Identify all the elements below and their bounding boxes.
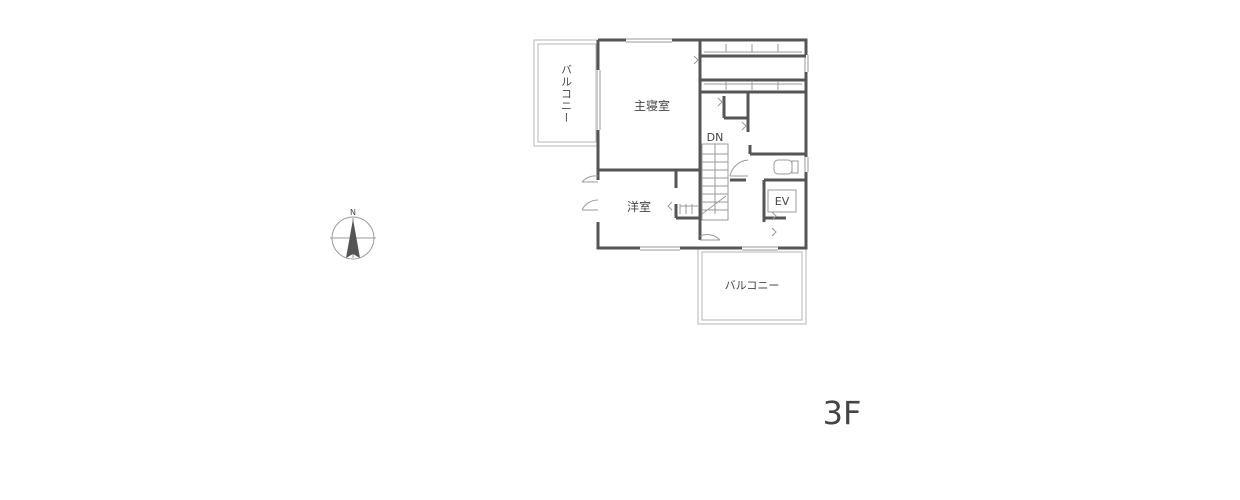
compass-needle-icon — [346, 219, 360, 258]
western-room-label: 洋室 — [627, 199, 651, 214]
windows — [596, 38, 808, 250]
compass: N — [330, 208, 376, 260]
doors — [581, 159, 777, 241]
balcony-west-label: バルコニー — [560, 64, 573, 124]
balcony-south: バルコニー — [697, 247, 807, 325]
stair — [701, 143, 729, 221]
outer-walls — [596, 38, 808, 250]
window-frames — [596, 38, 809, 251]
interior-walls — [598, 40, 806, 240]
compass-north-label: N — [350, 208, 356, 217]
elevator-label: EV — [775, 195, 790, 208]
floor-label: 3F — [823, 394, 862, 432]
toilet-fixture — [773, 159, 799, 175]
balcony-west: バルコニー — [533, 39, 599, 147]
stair-dn-label: DN — [707, 131, 724, 144]
master-bedroom-label: 主寝室 — [634, 98, 670, 113]
closet-master — [693, 44, 802, 131]
balcony-south-label: バルコニー — [725, 279, 780, 292]
elevator: EV — [767, 189, 797, 213]
